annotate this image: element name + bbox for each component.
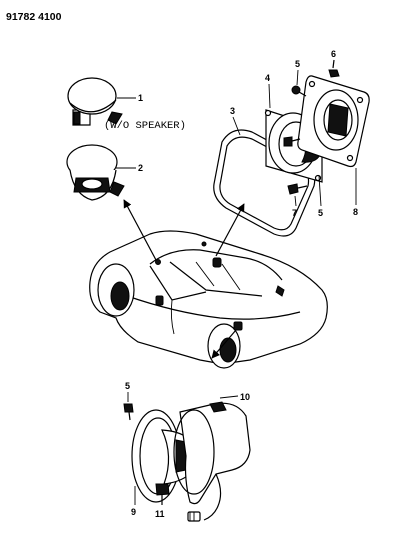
leader-3 — [232, 116, 241, 136]
car-outline — [89, 230, 328, 369]
callout-8: 8 — [353, 207, 358, 217]
speaker-bracket-part — [297, 75, 370, 168]
arrow-to-upper-speaker — [215, 203, 245, 257]
screw-part-top — [291, 85, 307, 97]
arrow-to-small-speaker — [123, 199, 157, 261]
callout-5-middle: 5 — [318, 208, 323, 218]
callout-9: 9 — [131, 507, 136, 517]
leader-10 — [219, 395, 239, 399]
speaker-cover-part — [67, 77, 123, 126]
callout-10: 10 — [240, 392, 250, 402]
leader-4 — [268, 83, 271, 109]
screw-part-bottom — [123, 403, 134, 421]
document-number: 91782 4100 — [6, 11, 62, 23]
small-speaker-part — [66, 144, 125, 201]
callout-4: 4 — [265, 73, 270, 83]
callout-2: 2 — [138, 163, 143, 173]
callout-3: 3 — [230, 106, 235, 116]
callout-5-bottom: 5 — [125, 381, 130, 391]
callout-7: 7 — [292, 208, 297, 218]
screw-part-7 — [287, 183, 308, 195]
callout-5-top: 5 — [295, 59, 300, 69]
callout-11: 11 — [155, 509, 165, 519]
speaker-housing-part — [173, 401, 251, 522]
leader-7 — [294, 195, 297, 207]
nut-part — [328, 59, 340, 78]
screw-part-middle — [283, 136, 301, 147]
callout-1: 1 — [138, 93, 143, 103]
leader-5-top — [296, 69, 299, 86]
arrow-to-lower-speaker — [211, 329, 237, 359]
clip-part — [155, 483, 170, 505]
leader-5-middle — [318, 175, 322, 207]
without-speaker-note: (W/O SPEAKER) — [104, 120, 186, 132]
callout-6: 6 — [331, 49, 336, 59]
